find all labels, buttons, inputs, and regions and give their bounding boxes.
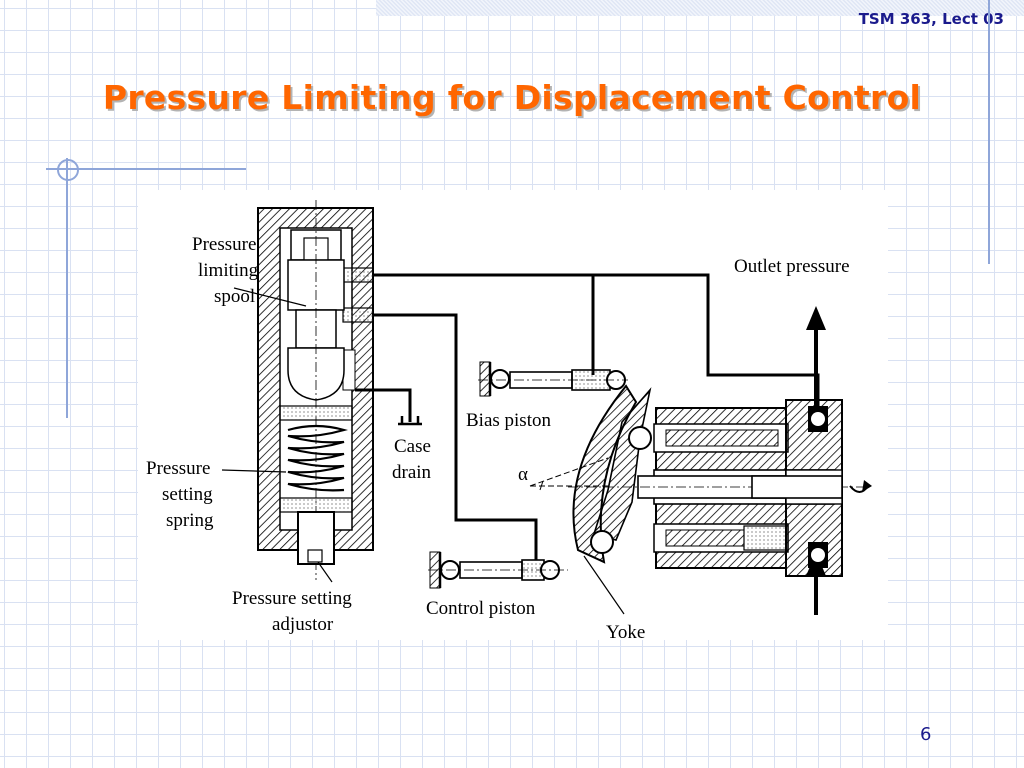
pressure-setting-spring [279,405,353,513]
label-spool-line1: Pressure [192,234,256,255]
label-spring-line2: setting [162,484,213,505]
case-drain-symbol [398,416,422,426]
leader-lines [221,287,625,615]
label-bias-piston: Bias piston [466,410,551,431]
diagram-panel: Pressure limiting spool Pressure setting… [138,190,888,640]
top-decorative-band [376,0,1024,16]
bias-piston [478,361,628,397]
label-control-piston: Control piston [426,598,536,619]
label-adjustor-line2: adjustor [272,614,334,635]
label-adjustor-line1: Pressure setting [232,588,352,609]
decorative-horizontal-line [46,168,246,170]
label-spring-line3: spring [166,510,214,531]
outlet-arrow [806,306,826,412]
label-spool-line3: spool [214,286,255,307]
pressure-setting-adjustor [297,511,335,565]
label-drain-line1: Case [394,436,431,457]
pump-body [568,399,872,577]
label-spring-line1: Pressure [146,458,210,479]
decorative-vertical-line-right [988,0,990,264]
label-yoke: Yoke [606,622,645,640]
label-alpha: α [518,464,528,485]
decorative-circle [57,159,79,181]
slide-title: Pressure Limiting for Displacement Contr… [102,78,922,117]
pump-diagram: Pressure limiting spool Pressure setting… [146,200,872,640]
pressure-limiting-spool [287,200,345,580]
page-number: 6 [920,724,932,745]
label-drain-line2: drain [392,462,432,483]
course-label: TSM 363, Lect 03 [858,10,1004,28]
angle-alpha-mark [529,457,609,491]
label-outlet-pressure: Outlet pressure [734,256,850,277]
control-piston [428,551,568,589]
decorative-vertical-line-left [66,158,68,418]
label-spool-line2: limiting [198,260,259,281]
